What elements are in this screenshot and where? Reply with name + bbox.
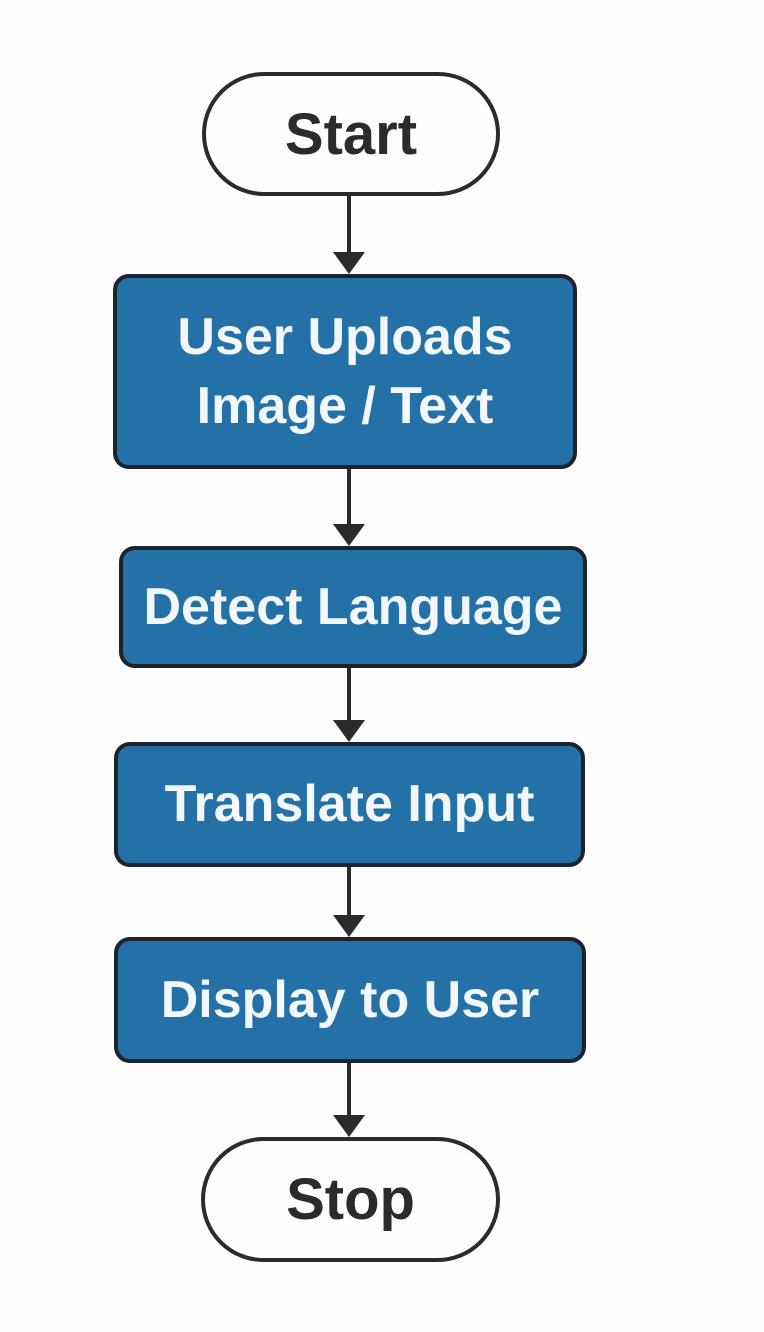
node-start-terminator: Start <box>202 72 500 196</box>
arrow-head-icon <box>333 524 365 546</box>
arrow-line <box>347 1063 351 1115</box>
node-user-uploads-process: User Uploads Image / Text <box>113 274 577 469</box>
arrow-head-icon <box>333 1115 365 1137</box>
arrow-line <box>347 469 351 524</box>
flow-arrow-start-to-upload <box>332 196 366 274</box>
arrow-head-icon <box>333 252 365 274</box>
arrow-line <box>347 196 351 252</box>
arrow-line <box>347 867 351 915</box>
arrow-head-icon <box>333 720 365 742</box>
node-stop-terminator: Stop <box>201 1137 500 1262</box>
node-display-to-user-process: Display to User <box>114 937 586 1063</box>
node-detect-language-process: Detect Language <box>119 546 587 668</box>
flow-arrow-display-to-stop <box>332 1063 366 1137</box>
arrow-line <box>347 668 351 720</box>
flow-arrow-detect-to-translate <box>332 668 366 742</box>
node-translate-input-process: Translate Input <box>114 742 585 867</box>
arrow-head-icon <box>333 915 365 937</box>
flow-arrow-upload-to-detect <box>332 469 366 546</box>
flow-arrow-translate-to-display <box>332 867 366 937</box>
